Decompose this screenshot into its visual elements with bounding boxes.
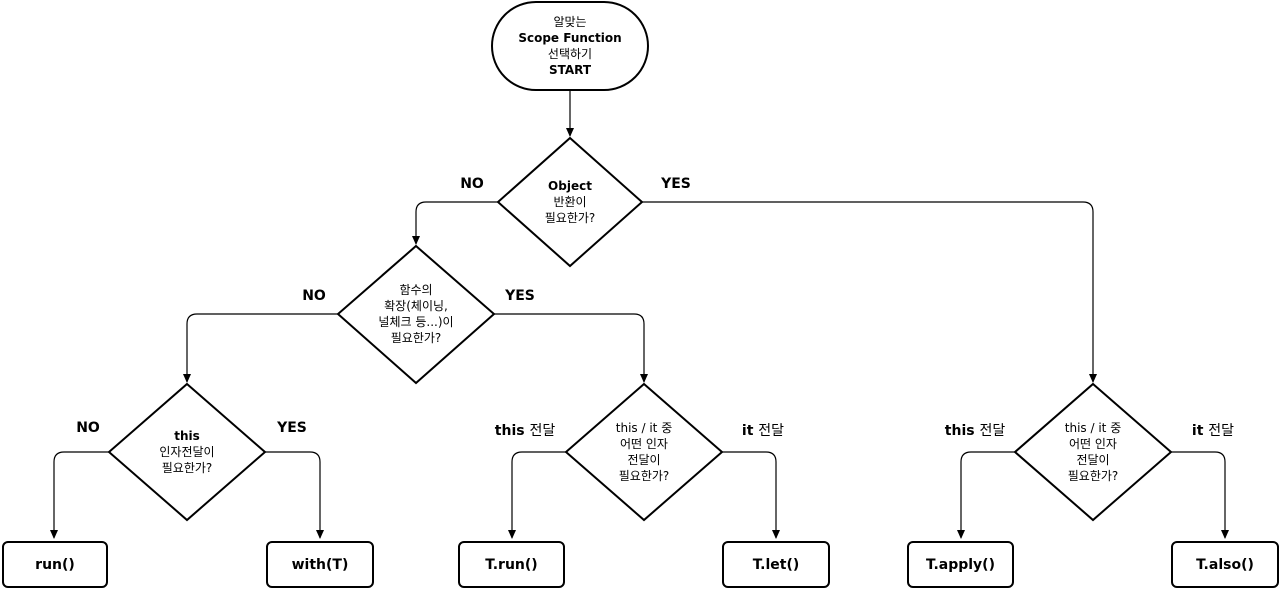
start-line4: START [548, 63, 592, 77]
decision-right-line3: 전달이 [1076, 453, 1110, 467]
decision-right-line1: this / it 중 [1064, 421, 1122, 435]
label-ext-yes: YES [505, 288, 535, 304]
start-node: 알맞는 Scope Function 선택하기 START [492, 2, 648, 90]
result-with: with(T) [266, 541, 374, 588]
start-line2: Scope Function [518, 31, 622, 45]
decision-this-it-mid-shape [564, 382, 724, 522]
edge-mid-it [722, 451, 780, 539]
result-t-let: T.let() [722, 541, 830, 588]
label-mid-this-en: this [494, 423, 525, 439]
decision-object-line1: Object [548, 179, 592, 193]
result-t-run: T.run() [458, 541, 565, 588]
decision-this-it-right: this / it 중 어떤 인자 전달이 필요한가? [1033, 416, 1153, 488]
decision-extension-line2: 확장(체이닝, [384, 299, 448, 313]
decision-object-line2: 반환이 [553, 195, 587, 209]
decision-extension-line1: 함수의 [399, 283, 433, 297]
edge-ext-yes [494, 313, 648, 383]
label-object-yes: YES [661, 176, 691, 192]
decision-extension-line3: 널체크 등...)이 [378, 315, 454, 329]
decision-extension-line4: 필요한가? [390, 331, 442, 345]
decision-mid-line3: 전달이 [627, 453, 661, 467]
label-mid-it-en: it [741, 423, 754, 439]
edge-ext-no [183, 313, 338, 383]
decision-object-line3: 필요한가? [544, 211, 596, 225]
decision-this-arg: this 인자전달이 필요한가? [127, 422, 247, 482]
label-thisarg-yes: YES [277, 420, 307, 436]
decision-this-arg-line2: 인자전달이 [159, 445, 215, 459]
edge-thisarg-no [50, 451, 109, 539]
edge-right-it [1171, 451, 1229, 539]
label-mid-this: this 전달 [480, 420, 570, 440]
decision-this-it-right-shape [1013, 382, 1173, 522]
start-line3: 선택하기 [547, 47, 593, 61]
decision-this-it-mid: this / it 중 어떤 인자 전달이 필요한가? [584, 416, 704, 488]
start-line1: 알맞는 [553, 15, 587, 29]
decision-mid-line2: 어떤 인자 [620, 437, 668, 451]
decision-extension: 함수의 확장(체이닝, 널체크 등...)이 필요한가? [350, 278, 482, 350]
decision-this-arg-shape [107, 382, 267, 522]
decision-right-line4: 필요한가? [1067, 469, 1119, 483]
edge-thisarg-yes [265, 451, 324, 539]
decision-mid-line1: this / it 중 [615, 421, 673, 435]
label-right-it-ko: 전달 [1208, 423, 1235, 439]
edge-right-this [957, 451, 1015, 539]
label-right-this-ko: 전달 [979, 423, 1006, 439]
result-t-also: T.also() [1171, 541, 1279, 588]
decision-object: Object 반환이 필요한가? [510, 170, 630, 234]
result-run: run() [2, 541, 108, 588]
decision-extension-shape [336, 244, 496, 385]
result-t-apply: T.apply() [907, 541, 1014, 588]
label-mid-this-ko: 전달 [529, 423, 556, 439]
label-right-this-en: this [944, 423, 975, 439]
label-right-it-en: it [1191, 423, 1204, 439]
decision-this-arg-line1: this [174, 429, 200, 443]
decision-this-arg-line3: 필요한가? [161, 461, 213, 475]
label-mid-it: it 전달 [728, 420, 798, 440]
decision-object-shape [496, 136, 644, 268]
label-ext-no: NO [302, 288, 326, 304]
label-thisarg-no: NO [76, 420, 100, 436]
decision-mid-line4: 필요한가? [618, 469, 670, 483]
label-object-no: NO [460, 176, 484, 192]
edge-mid-this [508, 451, 566, 539]
label-mid-it-ko: 전달 [758, 423, 785, 439]
edge-object-yes [642, 201, 1097, 383]
edge-object-no [412, 201, 498, 245]
label-right-it: it 전달 [1178, 420, 1248, 440]
decision-right-line2: 어떤 인자 [1069, 437, 1117, 451]
label-right-this: this 전달 [930, 420, 1020, 440]
